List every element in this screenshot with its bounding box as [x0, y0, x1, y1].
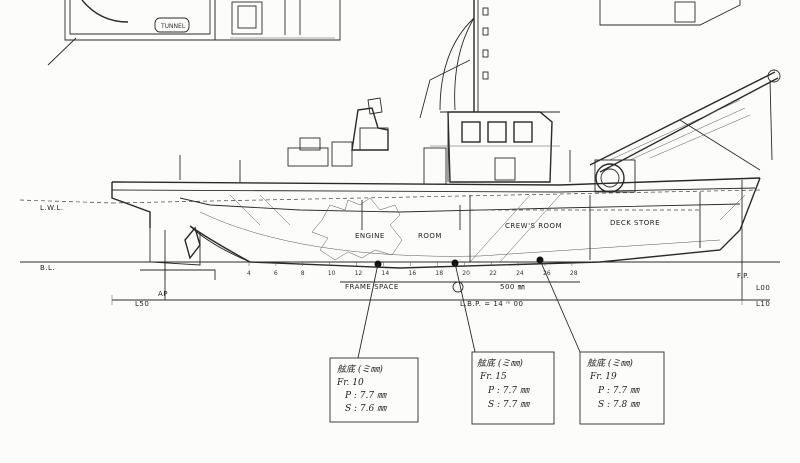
deck-equipment [179, 137, 636, 193]
frame-number: 28 [570, 270, 578, 277]
m3-port: P : 7.7 ㎜ [597, 386, 640, 396]
m2-port: P : 7.7 ㎜ [487, 386, 530, 396]
l50-label: L50 [135, 300, 149, 308]
m1-title: 舷底 (ミ㎜) [337, 364, 383, 375]
frame-number: 16 [409, 270, 417, 277]
frame-number: 26 [543, 270, 551, 277]
frame-number: 12 [355, 270, 363, 277]
measurement-box-1: 舷底 (ミ㎜) Fr. 10 P : 7.7 ㎜ S : 7.6 ㎜ [329, 357, 419, 423]
fp-label: F.P. [737, 272, 749, 280]
lbp-label: L.B.P. = 14 ᵐ 00 [460, 300, 523, 308]
lwl-label: L.W.L. [40, 204, 64, 212]
m3-starboard: S : 7.8 ㎜ [598, 400, 640, 410]
wheelhouse [423, 111, 560, 185]
frame-number: 20 [462, 270, 470, 277]
m1-starboard: S : 7.6 ㎜ [345, 404, 387, 414]
ap-label: AP [158, 290, 168, 298]
engine-label: ENGINE [355, 232, 385, 240]
frame-number: 6 [274, 270, 278, 277]
hull-profile [111, 177, 761, 280]
leader-line-2 [454, 262, 476, 353]
tunnel-label: TUNNEL [160, 23, 186, 30]
m1-port: P : 7.7 ㎜ [344, 391, 387, 401]
deck-store-label: DECK STORE [610, 219, 660, 227]
frame-number: 8 [301, 270, 305, 277]
crew-room-label: CREW'S ROOM [505, 222, 562, 230]
frame-number: 4 [247, 270, 251, 277]
leader-line-3 [539, 259, 581, 353]
l10-label: L10 [756, 300, 770, 308]
frame-space-dimension: FRAME SPACE 500 ㎜ L50 L.B.P. = 14 ᵐ 00 L… [111, 281, 770, 308]
m3-title: 舷底 (ミ㎜) [587, 358, 633, 369]
frame-number: 18 [435, 270, 443, 277]
measurement-box-2: 舷底 (ミ㎜) Fr. 15 P : 7.7 ㎜ S : 7.7 ㎜ [471, 351, 555, 425]
m2-starboard: S : 7.7 ㎜ [488, 400, 530, 410]
frame-number: 22 [489, 270, 497, 277]
m3-frame: Fr. 19 [589, 372, 617, 382]
reference-lines: L.W.L. B.L. AP F.P. [19, 180, 780, 300]
m1-frame: Fr. 10 [336, 378, 364, 388]
l00-label: L00 [756, 284, 770, 292]
m2-title: 舷底 (ミ㎜) [477, 358, 523, 369]
frame-space-label: FRAME SPACE [345, 283, 399, 291]
leader-line-1 [357, 263, 379, 359]
mast-and-rigging [419, 0, 781, 173]
frame-number: 10 [328, 270, 336, 277]
frame-space-value: 500 ㎜ [500, 283, 525, 291]
frame-number: 14 [382, 270, 390, 277]
measurement-box-3: 舷底 (ミ㎜) Fr. 19 P : 7.7 ㎜ S : 7.8 ㎜ [579, 351, 665, 425]
room-label: ROOM [418, 232, 442, 240]
baseline-label: B.L. [40, 264, 55, 272]
frame-number: 24 [516, 270, 524, 277]
funnel [351, 97, 389, 151]
frame-numbers: 4 6 8 10 12 14 16 18 20 22 24 26 28 [247, 262, 578, 277]
measurement-points [357, 256, 581, 359]
top-plan-views: TUNNEL [47, 0, 741, 66]
m2-frame: Fr. 15 [479, 372, 507, 382]
